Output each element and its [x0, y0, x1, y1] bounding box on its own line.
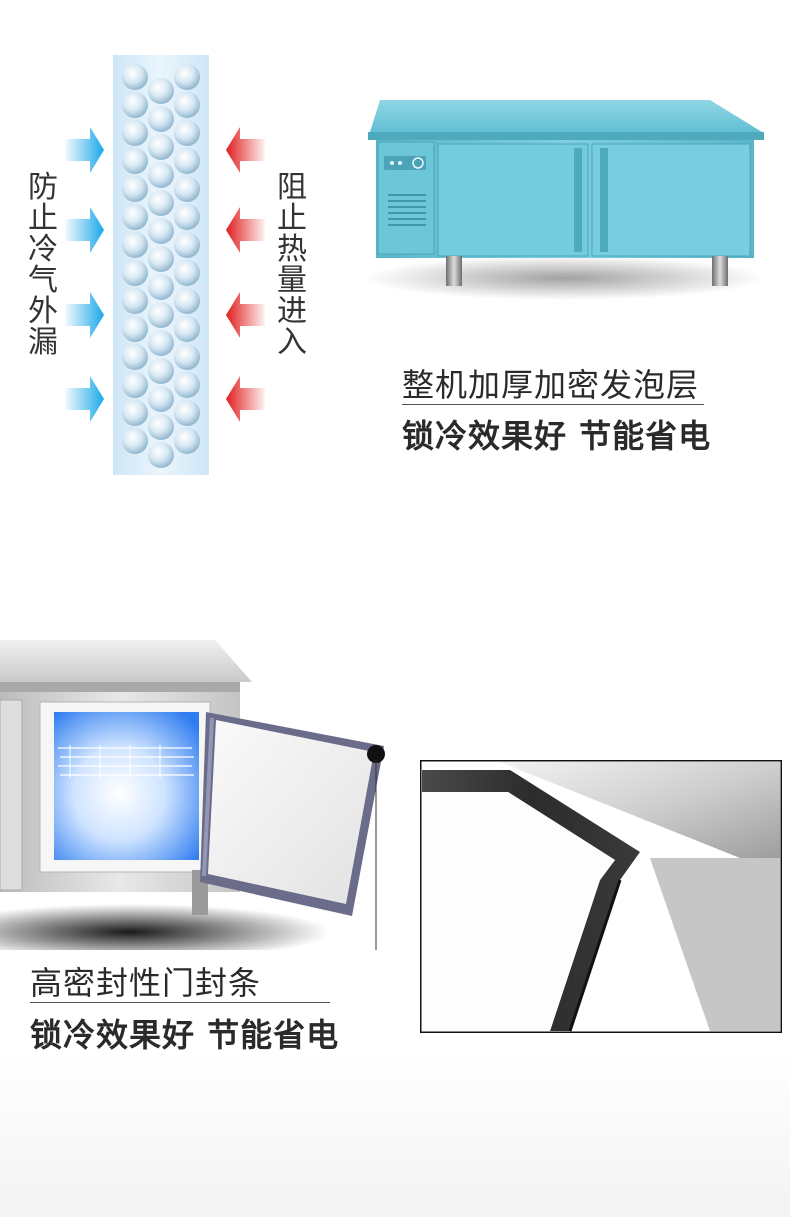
foam-bubble — [174, 316, 200, 342]
foam-bubble — [122, 204, 148, 230]
foam-bubbles — [122, 64, 200, 468]
foam-bubble — [174, 176, 200, 202]
divider — [30, 1002, 330, 1003]
foam-bubble — [174, 344, 200, 370]
foam-bubble — [174, 232, 200, 258]
foam-subtitle: 锁冷效果好 节能省电 — [402, 417, 712, 455]
foam-bubble — [148, 442, 174, 468]
foam-bubble — [122, 316, 148, 342]
foam-bubble — [148, 190, 174, 216]
foam-bubble — [174, 288, 200, 314]
foam-bubble — [148, 134, 174, 160]
seal-title: 高密封性门封条 — [30, 964, 262, 1002]
foam-bubble — [174, 92, 200, 118]
cold-air-label: 防止冷气外漏 — [28, 170, 58, 360]
foam-bubble — [122, 92, 148, 118]
foam-bubble — [122, 148, 148, 174]
foam-bubble — [174, 204, 200, 230]
foam-bubble — [148, 414, 174, 440]
cold-arrow-icon — [65, 127, 104, 422]
seal-subtitle: 锁冷效果好 节能省电 — [30, 1016, 340, 1054]
foam-bubble — [122, 176, 148, 202]
foam-bubble — [122, 400, 148, 426]
foam-bubble — [174, 400, 200, 426]
foam-bubble — [174, 64, 200, 90]
foam-bubble — [174, 260, 200, 286]
foam-bubble — [148, 106, 174, 132]
foam-bubble — [148, 162, 174, 188]
door-gasket-closeup-image — [420, 760, 782, 1033]
foam-bubble — [122, 232, 148, 258]
insulation-section: 防止冷气外漏 阻止热量进入 — [0, 0, 790, 560]
heat-arrow-icon — [226, 127, 265, 422]
foam-bubble — [122, 120, 148, 146]
foam-bubble — [122, 260, 148, 286]
steel-cabinet-open-door-image — [0, 640, 385, 950]
foam-bubble — [174, 372, 200, 398]
foam-insulation-diagram — [65, 55, 265, 475]
foam-bubble — [148, 246, 174, 272]
blue-cabinet-image — [365, 100, 765, 300]
foam-title: 整机加厚加密发泡层 — [402, 366, 700, 404]
foam-bubble — [148, 218, 174, 244]
foam-bubble — [148, 274, 174, 300]
foam-bubble — [174, 148, 200, 174]
foam-bubble — [122, 64, 148, 90]
foam-bubble — [148, 386, 174, 412]
foam-bubble — [148, 78, 174, 104]
divider — [402, 404, 704, 405]
foam-bubble — [174, 120, 200, 146]
foam-bubble — [148, 302, 174, 328]
foam-bubble — [122, 372, 148, 398]
foam-bubble — [148, 358, 174, 384]
heat-block-label: 阻止热量进入 — [277, 170, 307, 360]
foam-bubble — [174, 428, 200, 454]
door-seal-section: 高密封性门封条 锁冷效果好 节能省电 — [0, 560, 790, 1217]
foam-bubble — [148, 330, 174, 356]
foam-bubble — [122, 344, 148, 370]
hinge-icon — [367, 745, 385, 763]
foam-bubble — [122, 428, 148, 454]
foam-bubble — [122, 288, 148, 314]
